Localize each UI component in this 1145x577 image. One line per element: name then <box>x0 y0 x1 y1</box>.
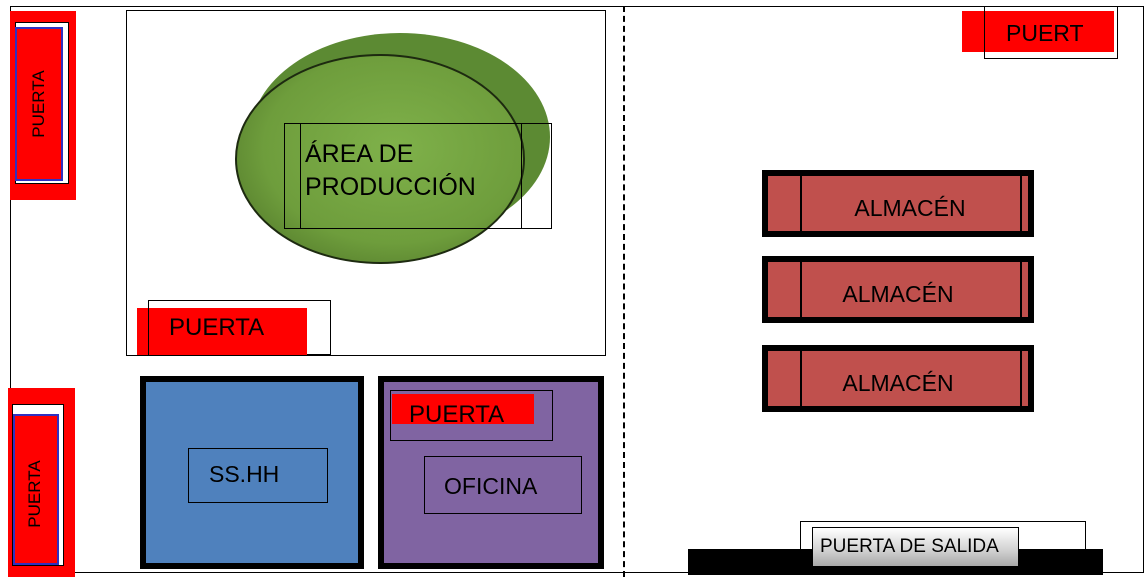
dashed-divider <box>623 6 625 577</box>
left-door-bottom-label: PUERTA <box>25 460 44 528</box>
left-door-top-label: PUERTA <box>29 70 48 138</box>
almacen-2-label: ALMACÉN <box>842 281 954 307</box>
production-door-label: PUERTA <box>169 314 265 341</box>
production-door-inner <box>148 308 307 355</box>
top-right-door <box>962 11 1114 52</box>
exit-door <box>812 527 1019 567</box>
almacen-3: ALMACÉN <box>762 345 1034 412</box>
production-area-label: ÁREA DE PRODUCCIÓN <box>305 140 476 201</box>
top-right-door-inner <box>984 11 1114 52</box>
almacen-1-label: ALMACÉN <box>854 195 966 221</box>
oficina-label-box <box>424 456 582 514</box>
production-zone <box>126 10 606 356</box>
exit-door-label: PUERTA DE SALIDA <box>820 536 999 557</box>
left-door-bottom <box>13 414 59 565</box>
almacen-3-label: ALMACÉN <box>842 370 954 396</box>
ss-hh-label: SS.HH <box>209 461 280 487</box>
ss-hh-room <box>140 376 364 569</box>
almacen-2: ALMACÉN <box>762 256 1034 323</box>
production-area-ellipse <box>235 33 550 264</box>
outer-wall <box>10 6 1144 573</box>
top-right-door-label: PUERT <box>1006 20 1084 46</box>
oficina-door-label: PUERTA <box>409 401 505 428</box>
oficina-door-outline <box>390 390 553 441</box>
almacen-1: ALMACÉN <box>762 170 1034 237</box>
oficina-label: OFICINA <box>444 473 538 499</box>
oficina-door <box>392 394 534 424</box>
ss-hh-label-box <box>188 448 328 503</box>
production-label-box <box>284 123 522 229</box>
production-door <box>137 308 307 355</box>
left-door-top <box>15 27 63 181</box>
